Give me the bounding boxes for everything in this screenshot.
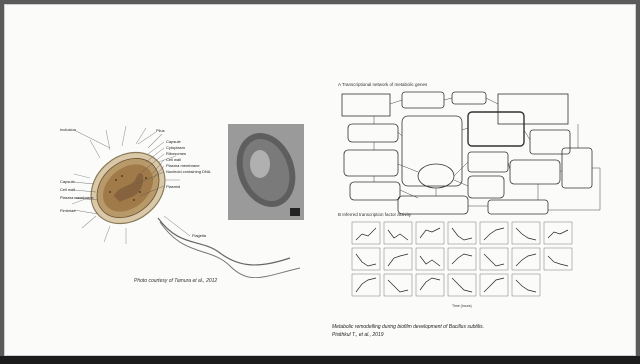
label-fimbriae: Fimbriae (60, 208, 76, 213)
label-plasma-membrane-right: Plasma membrane (166, 163, 200, 168)
left-figure-caption: Photo courtesy of Tamura et al., 2012 (134, 278, 217, 284)
right-caption-line2: Pisithkul T., et al., 2019 (332, 331, 484, 339)
label-capsule-left: Capsule (60, 179, 75, 184)
label-capsule-right: Capsule (166, 139, 181, 144)
label-plasmid: Plasmid (166, 184, 180, 189)
label-cell-wall-left: Cell wall (60, 187, 75, 192)
label-nucleoid: Nucleoid containing DNA (166, 169, 212, 174)
right-figure-caption: Metabolic remodelling during biofilm dev… (332, 323, 484, 339)
label-inclusion: Inclusion (60, 127, 76, 132)
x-axis-label: Time (hours) (452, 304, 472, 308)
network-figure: A Transcriptional network of metabolic g… (338, 82, 608, 344)
label-cell-wall-right: Cell wall (166, 157, 181, 162)
bacterium-diagram: Inclusion Capsule Cell wall Plasma membr… (60, 118, 320, 278)
right-caption-line1: Metabolic remodelling during biofilm dev… (332, 323, 484, 331)
label-flagella: Flagella (192, 233, 206, 238)
bottom-strip (0, 356, 640, 364)
label-cytoplasm: Cytoplasm (166, 145, 185, 150)
panel-a-title: A Transcriptional network of metabolic g… (338, 82, 427, 87)
label-ribosomes: Ribosomes (166, 151, 186, 156)
panel-b-title: B Inferred transcription factor activity (338, 212, 411, 217)
label-plasma-membrane-left: Plasma membrane (60, 195, 94, 200)
label-pilus: Pilus (156, 128, 165, 133)
